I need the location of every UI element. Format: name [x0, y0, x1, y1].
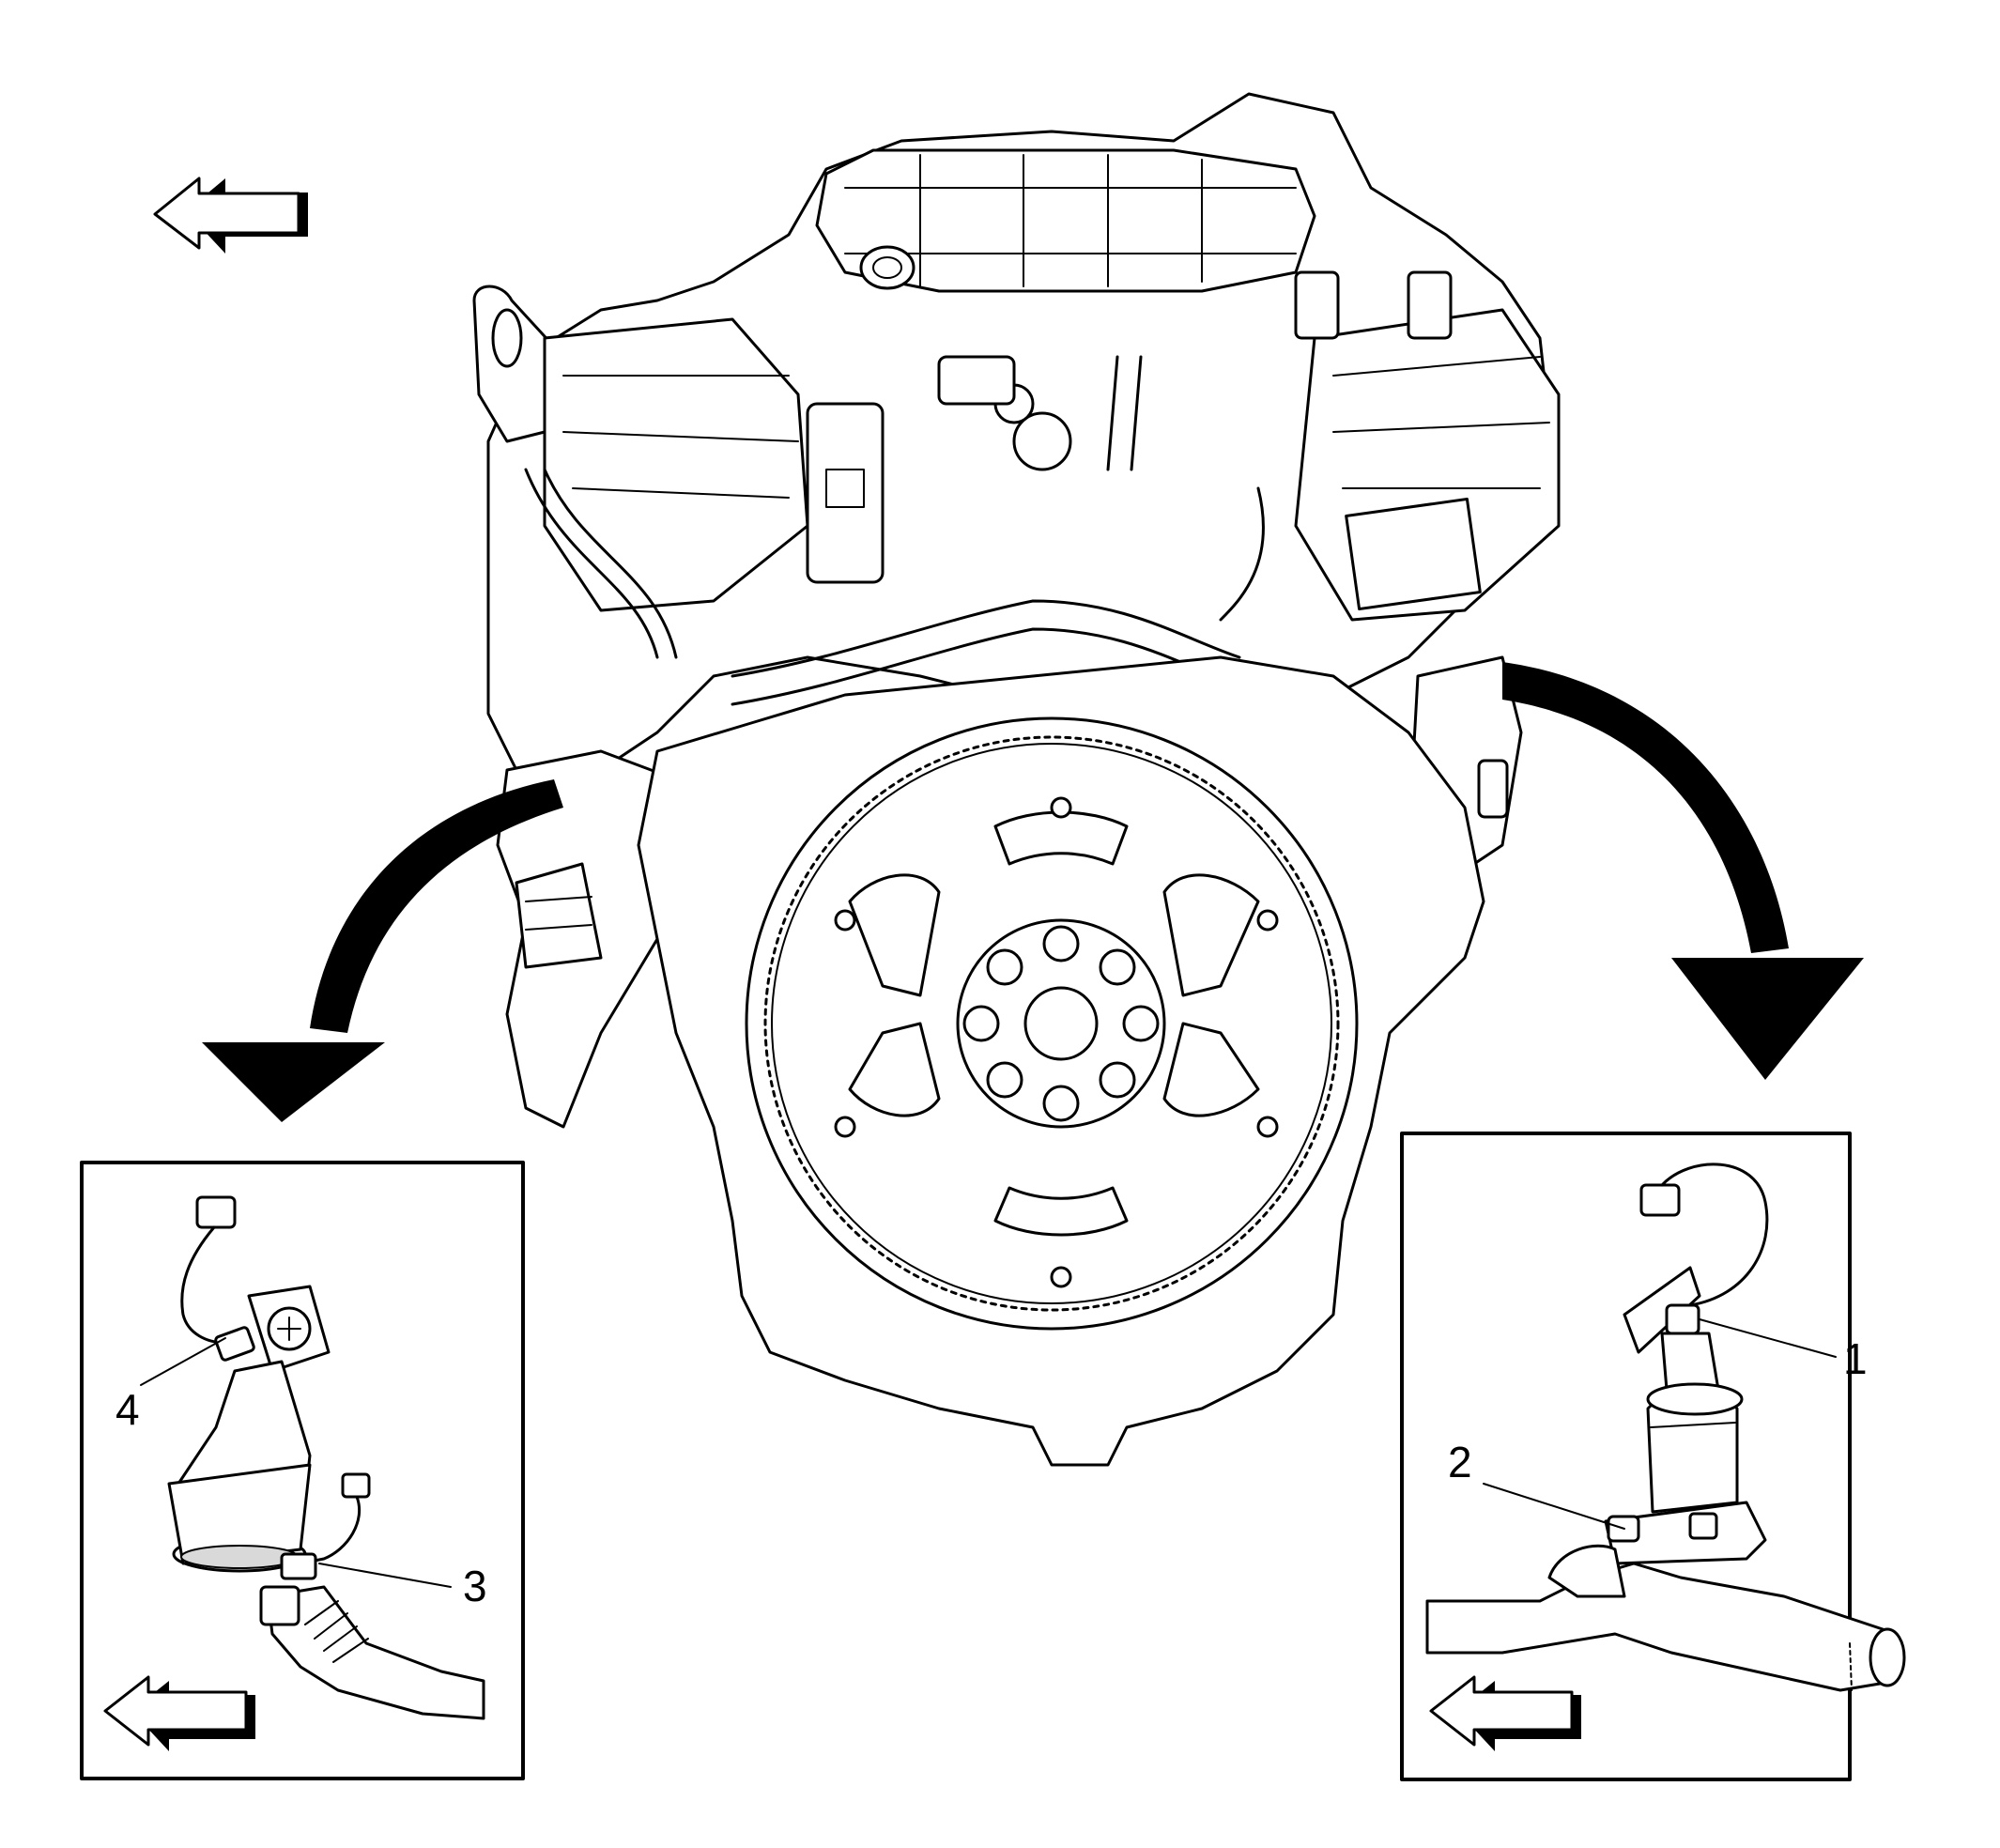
callout-label-1: 1 — [1843, 1334, 1868, 1383]
flexplate — [745, 716, 1359, 1331]
front-direction-arrow-icon — [103, 1675, 255, 1751]
callout-label-4: 4 — [115, 1385, 140, 1434]
front-direction-arrow-icon — [153, 177, 308, 254]
upstream-oxygen-sensor — [214, 1326, 255, 1362]
left-detail-panel — [80, 1161, 525, 1780]
callout-label-2: 2 — [1448, 1438, 1472, 1486]
downstream-oxygen-sensor — [280, 1552, 317, 1580]
right-detail-panel — [1400, 1132, 1906, 1781]
curved-pointer-arrow-icon — [1502, 662, 1864, 1080]
curved-pointer-arrow-icon — [202, 779, 563, 1122]
front-direction-arrow-icon — [1429, 1675, 1581, 1751]
flexplate-bolts — [962, 925, 1160, 1122]
callout-label-3: 3 — [463, 1562, 487, 1610]
upstream-oxygen-sensor — [1665, 1303, 1700, 1335]
